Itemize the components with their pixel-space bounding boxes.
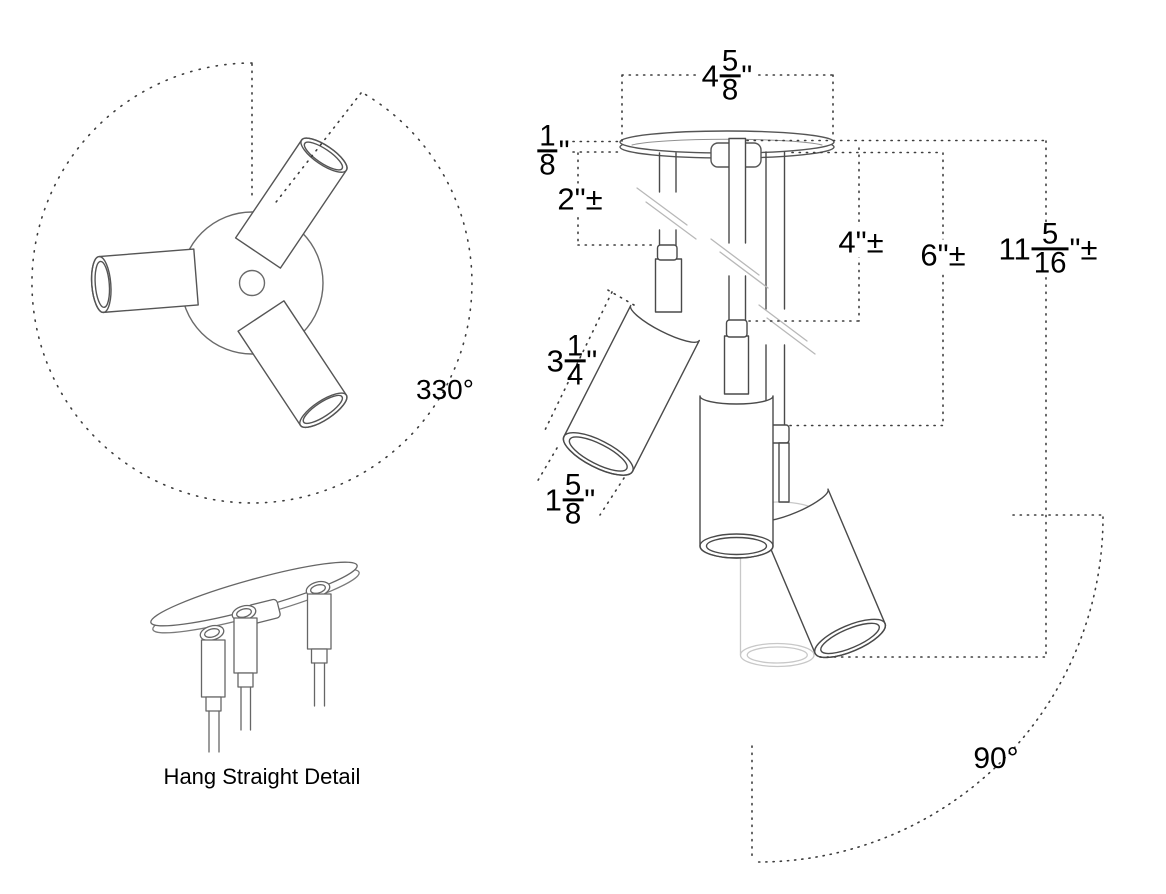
fraction-denominator: 8 [564, 497, 582, 531]
angle-text: 90° [973, 742, 1019, 775]
dim-text: 4"± [838, 224, 884, 260]
fraction-numerator: 5 [562, 468, 584, 502]
dim-whole: 4 [701, 58, 719, 94]
dim-line-head-diameter [536, 447, 625, 516]
break-mark-right [758, 304, 816, 355]
fraction-denominator: 8 [721, 73, 739, 107]
dim-line-stem-short [577, 152, 655, 246]
dim-whole: 11 [998, 231, 1031, 267]
dim-whole: 1 [544, 482, 562, 518]
dim-suffix: " [558, 133, 570, 169]
rotation-radial-gap-edge [272, 92, 362, 207]
detail-hanger-left [199, 624, 226, 753]
stem-rod-middle [728, 137, 747, 321]
break-mark-middle [710, 238, 769, 289]
angle-text: 330° [416, 374, 474, 405]
dim-canopy-thickness: 1 8 " [534, 119, 572, 182]
fraction-denominator: 8 [539, 148, 556, 182]
dim-line-canopy-thickness [572, 140, 621, 153]
dim-fraction: 1 4 [564, 329, 586, 392]
spot-head-middle [699, 395, 774, 559]
hang-straight-detail [150, 561, 360, 753]
dim-fraction: 5 8 [562, 468, 584, 531]
dim-line-stem-long [789, 152, 944, 427]
dim-whole: 3 [546, 343, 564, 379]
fraction-numerator: 1 [537, 119, 558, 153]
rotation-angle-label: 330° [416, 376, 474, 404]
swivel-collar-left [654, 244, 683, 313]
dim-fraction: 1 8 [537, 119, 558, 182]
dim-line-head-length [544, 288, 635, 431]
dim-fraction: 5 8 [719, 44, 741, 107]
dim-suffix: " [741, 58, 753, 94]
dim-suffix: " [586, 343, 598, 379]
dim-stem-short: 2"± [555, 181, 605, 217]
dim-line-canopy-width [621, 74, 834, 148]
fraction-denominator: 16 [1033, 246, 1067, 280]
tilt-angle-label: 90° [973, 744, 1018, 774]
tilt-arc-reference [751, 514, 1104, 857]
dim-head-diameter: 1 5 8 " [544, 468, 596, 531]
dim-fraction: 5 16 [1031, 219, 1069, 280]
hang-detail-caption: Hang Straight Detail [163, 764, 361, 789]
stem-rod-right [765, 151, 786, 426]
dim-head-length: 3 1 4 " [546, 329, 598, 392]
detail-hanger-right [305, 580, 332, 707]
dim-line-top-reference [746, 139, 1047, 154]
stem-rod-left [658, 152, 677, 246]
fraction-numerator: 5 [1031, 219, 1069, 251]
fraction-denominator: 4 [566, 358, 584, 392]
dim-text: 6"± [920, 237, 966, 273]
break-mark-left [636, 187, 697, 240]
fraction-numerator: 5 [719, 44, 741, 78]
dim-canopy-width: 4 5 8 " [699, 44, 755, 107]
spot-top-left [90, 248, 199, 314]
dim-stem-long: 6"± [918, 237, 968, 273]
fraction-numerator: 1 [564, 329, 586, 363]
dimension-lines [536, 74, 1104, 863]
spot-top-upper-right [234, 137, 348, 269]
dim-stem-mid: 4"± [836, 224, 886, 260]
spot-top-lower-right [237, 300, 348, 429]
detail-hanger-middle [231, 604, 258, 731]
top-view [31, 62, 473, 504]
dim-overall-drop: 11 5 16 "± [996, 219, 1100, 280]
elevation-view [562, 130, 887, 668]
dim-text: 2"± [557, 181, 603, 217]
dim-suffix: " [584, 482, 596, 518]
canopy-center-hole [238, 269, 266, 297]
swivel-collar-middle [723, 319, 750, 395]
spot-head-left [562, 304, 701, 476]
spot-head-right [757, 488, 887, 659]
tilt-arc-90 [757, 516, 1104, 863]
break-marks [636, 187, 816, 355]
dim-suffix: "± [1069, 231, 1098, 267]
